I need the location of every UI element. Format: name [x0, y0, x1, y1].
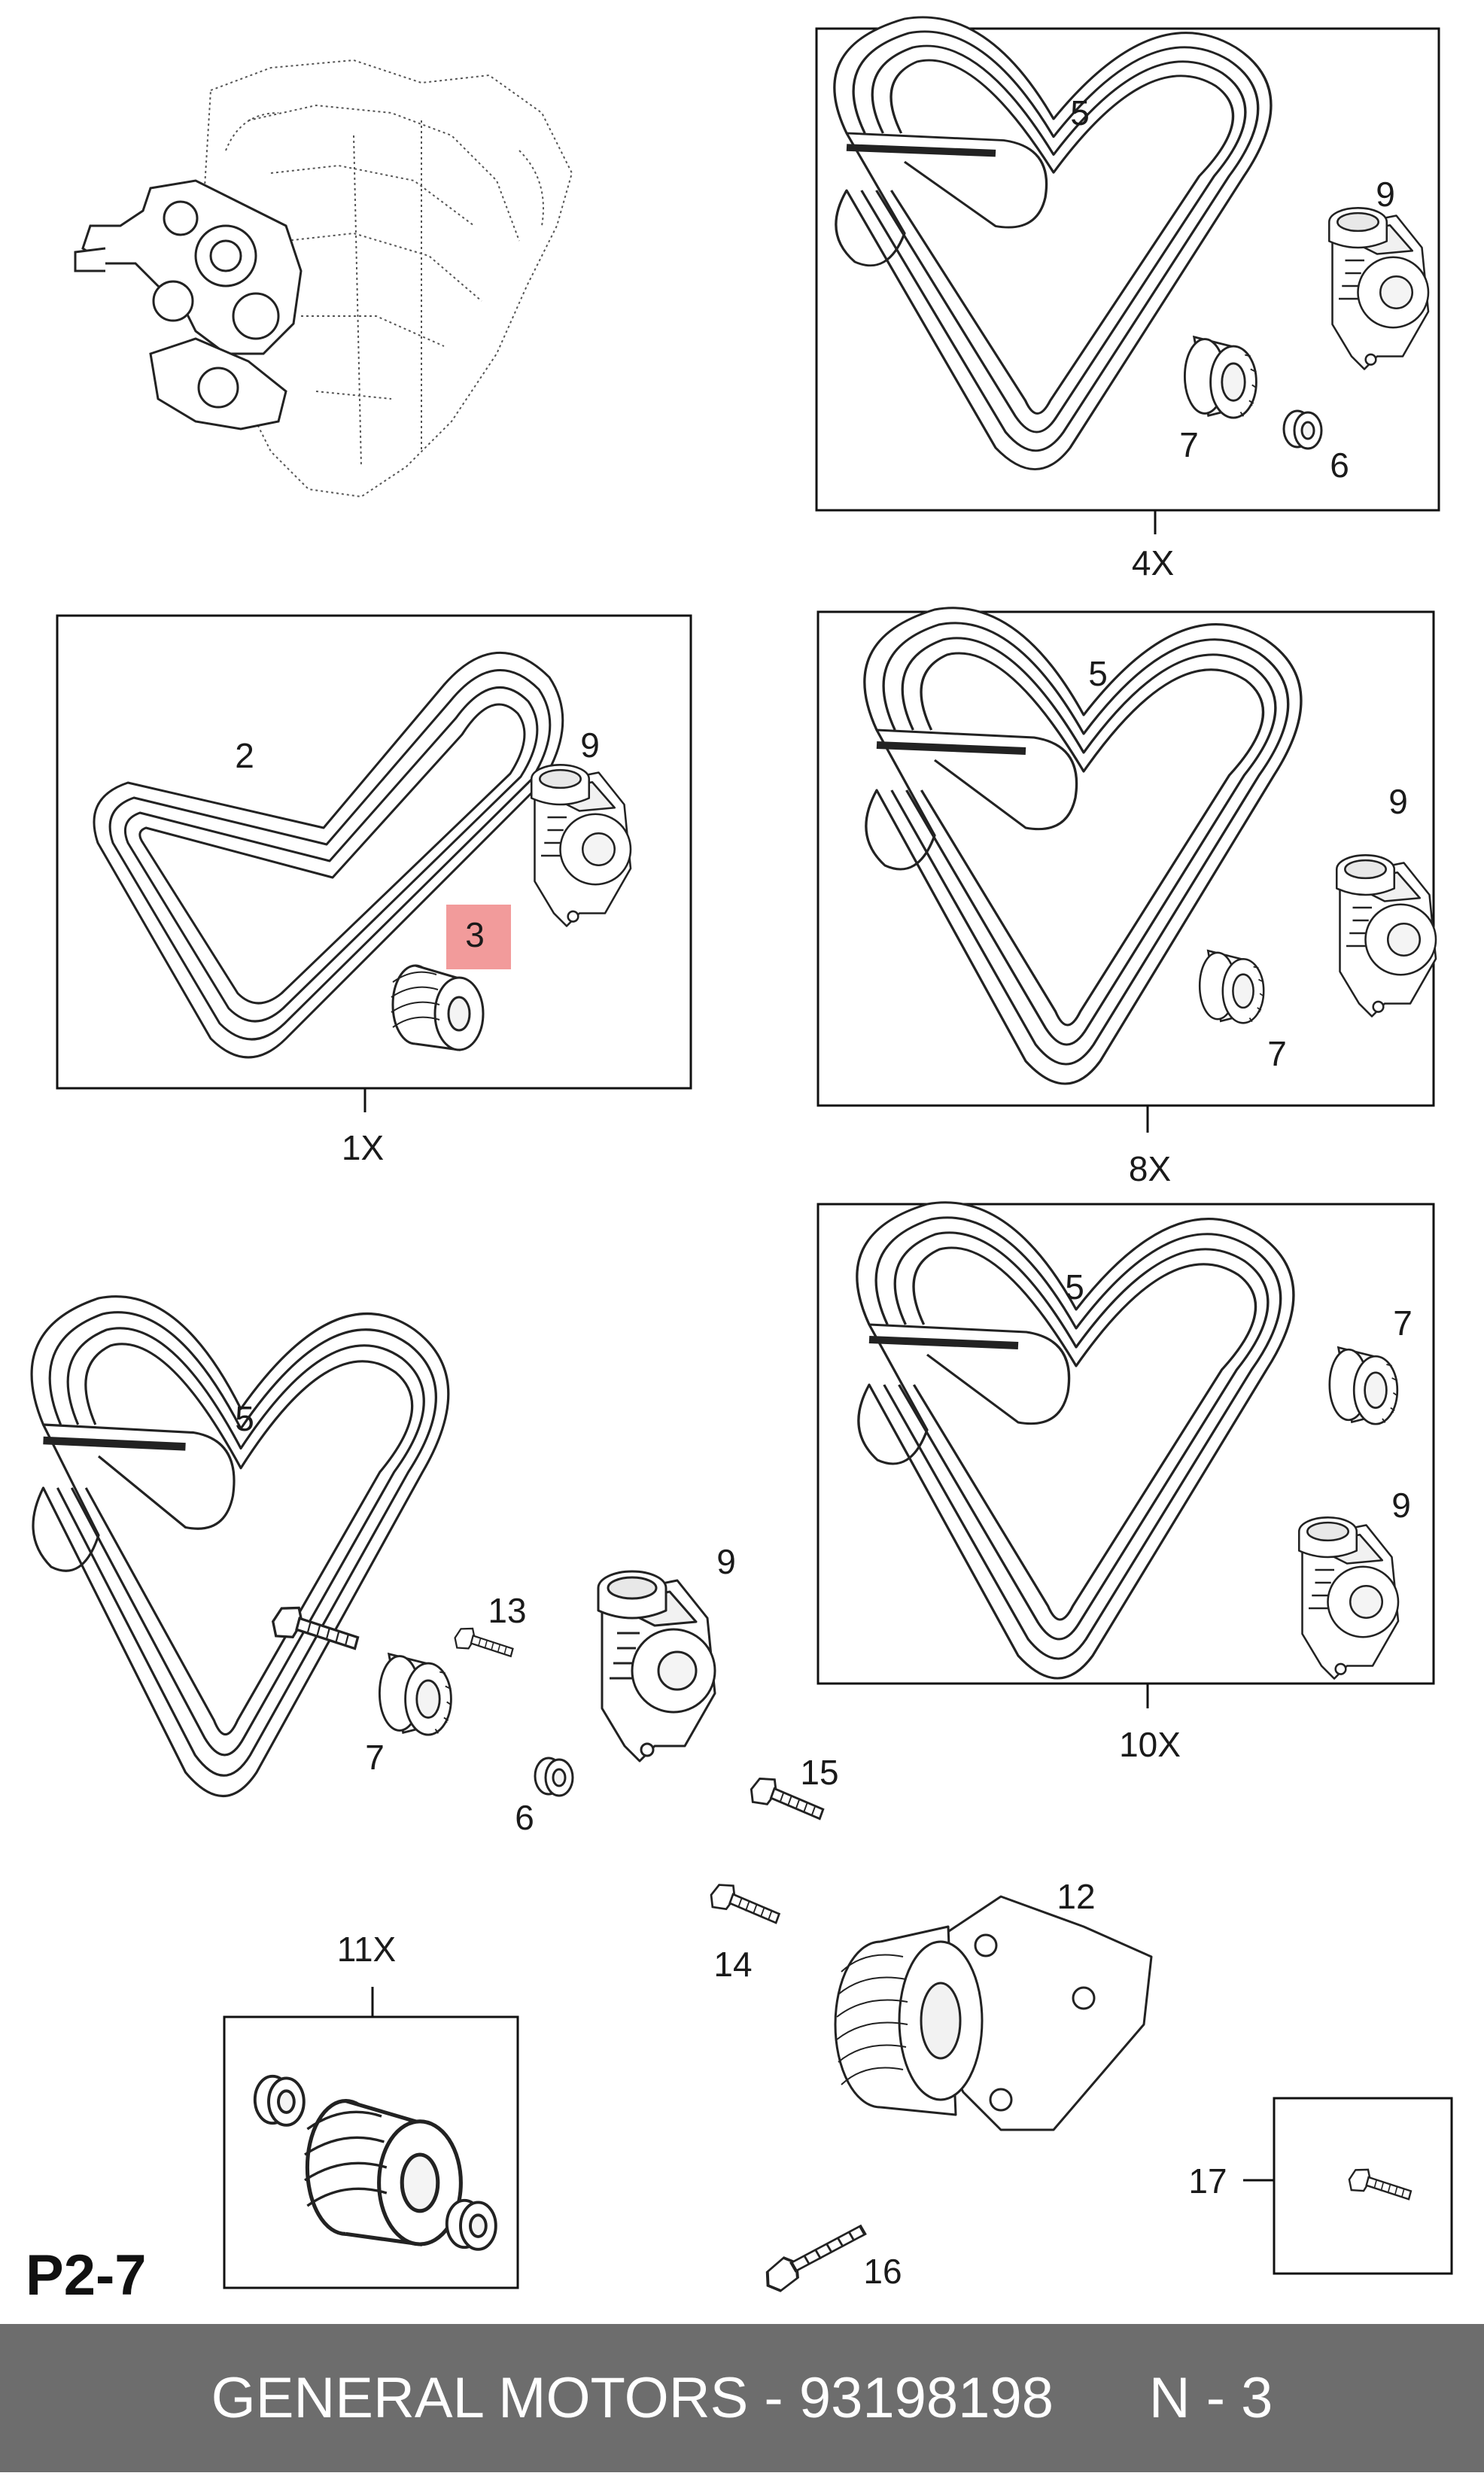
callout-1x-tensioner: 9	[580, 725, 600, 765]
callout-belt: 5	[235, 1399, 254, 1438]
callout-1x-pulley: 3	[465, 915, 485, 954]
callout-idler: 7	[365, 1738, 385, 1777]
callout-tensioner: 9	[716, 1542, 736, 1581]
qty-11x: 11X	[336, 1930, 397, 1969]
callout-bolt-13: 13	[488, 1591, 527, 1630]
callout-bolt-15: 15	[800, 1753, 839, 1792]
callout-bolt-14: 14	[713, 1945, 753, 1984]
footer-brand: GENERAL MOTORS	[211, 2366, 749, 2430]
callout-4x-tensioner: 9	[1376, 175, 1395, 214]
group-1x	[56, 614, 692, 1112]
footer-separator: -	[748, 2366, 799, 2430]
callout-bolt-16: 16	[863, 2252, 902, 2291]
callout-10x-belt: 5	[1065, 1267, 1084, 1306]
callout-8x-belt: 5	[1088, 654, 1108, 693]
footer-gap	[1054, 2365, 1149, 2431]
qty-1x: 1X	[341, 1128, 385, 1167]
engine-sketch	[202, 59, 573, 498]
footer-code: N - 3	[1148, 2366, 1273, 2430]
callout-10x-tensioner: 9	[1391, 1486, 1411, 1525]
group-17	[1243, 2097, 1453, 2275]
callout-4x-washer: 6	[1330, 446, 1349, 485]
callout-8x-idler: 7	[1267, 1034, 1287, 1073]
bracket-assembly	[834, 1895, 1153, 2131]
qty-8x: 8X	[1128, 1149, 1172, 1188]
group-11x	[223, 1987, 519, 2289]
engine-front-detail	[74, 179, 303, 430]
highlight-marker	[446, 905, 511, 969]
callout-10x-idler: 7	[1393, 1303, 1413, 1343]
callout-8x-tensioner: 9	[1388, 782, 1408, 821]
callout-4x-idler: 7	[1179, 425, 1199, 464]
page-reference: P2-7	[26, 2243, 147, 2307]
callout-washer: 6	[515, 1798, 534, 1837]
callout-1x-belt: 2	[235, 736, 254, 775]
footer-part-number: 93198198	[798, 2366, 1054, 2430]
callout-bracket-12: 12	[1057, 1877, 1096, 1916]
callout-bolt-17: 17	[1188, 2161, 1227, 2201]
group-10x	[817, 1203, 1435, 1708]
group-4x	[815, 17, 1440, 534]
callout-4x-belt: 5	[1070, 93, 1090, 132]
footer-bar: GENERAL MOTORS - 93198198 N - 3	[0, 2324, 1484, 2472]
qty-10x: 10X	[1119, 1725, 1181, 1764]
group-8x	[817, 608, 1437, 1133]
qty-4x: 4X	[1131, 543, 1175, 582]
